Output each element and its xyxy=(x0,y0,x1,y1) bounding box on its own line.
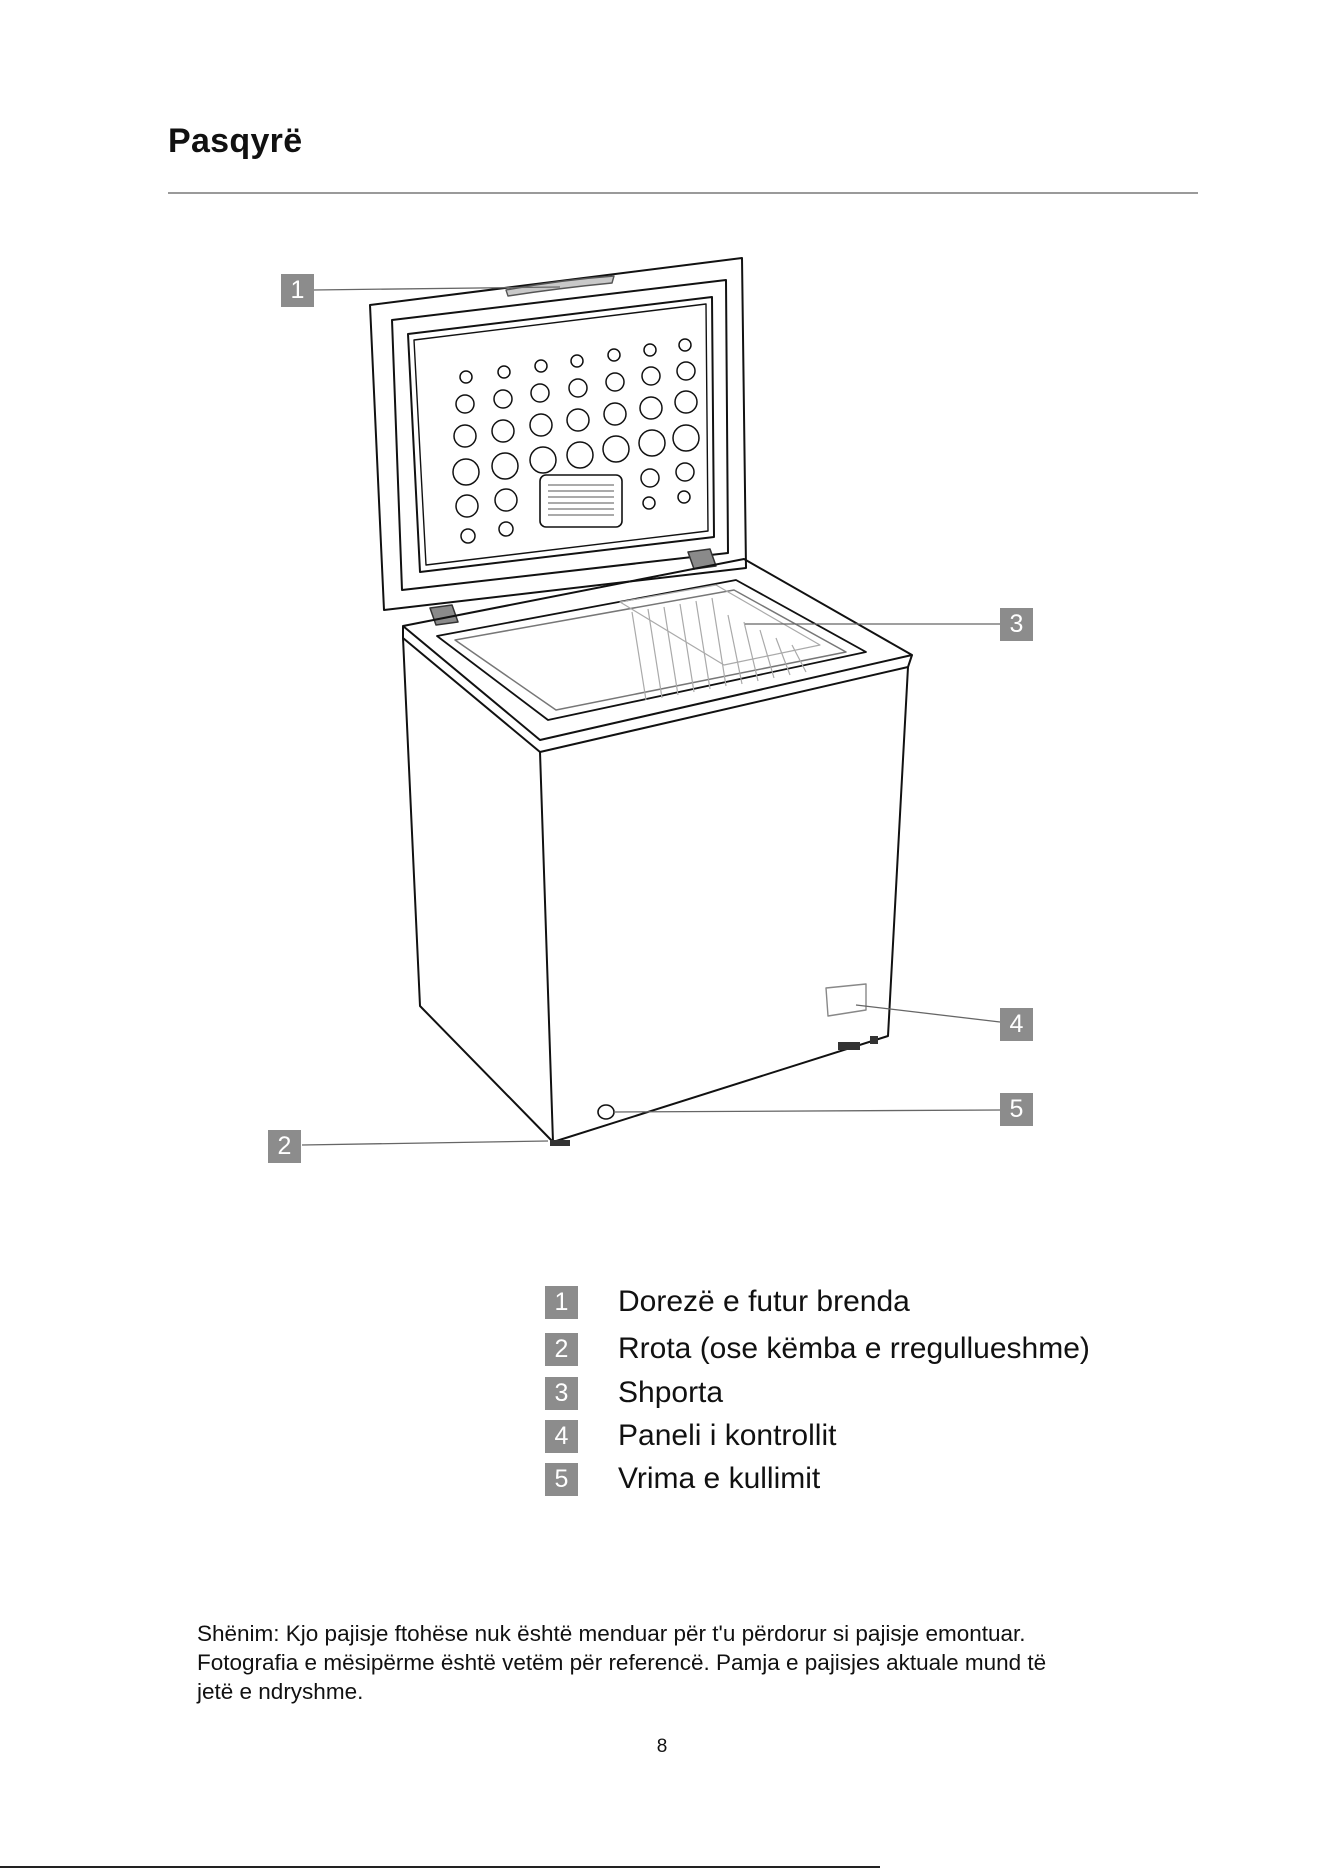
opening-outer xyxy=(436,579,867,721)
diagram-badge-3: 3 xyxy=(1000,608,1033,641)
legend-item-3: 3 Shporta xyxy=(545,1375,723,1411)
legend-item-1: 1 Dorezë e futur brenda xyxy=(545,1284,910,1320)
footer-rule xyxy=(0,1866,880,1868)
diagram-badge-5: 5 xyxy=(1000,1093,1033,1126)
opening-inner xyxy=(454,589,847,711)
page-number: 8 xyxy=(656,1736,668,1757)
legend-label-5: Vrima e kullimit xyxy=(618,1462,821,1495)
lid-inner-panel xyxy=(407,296,715,573)
legend-label-1: Dorezë e futur brenda xyxy=(618,1285,910,1318)
legend-badge-1: 1 xyxy=(545,1285,578,1319)
cabinet-top xyxy=(402,558,913,741)
basket xyxy=(619,584,821,701)
cabinet-front xyxy=(539,666,909,1143)
title-divider xyxy=(168,192,1198,194)
cabinet-side xyxy=(402,637,554,1143)
foot-right xyxy=(838,1042,860,1050)
note-line-1: Shënim: Kjo pajisje ftohëse nuk është me… xyxy=(197,1621,1026,1646)
leader-2 xyxy=(301,1140,549,1146)
drain-hole xyxy=(597,1104,615,1120)
control-panel xyxy=(825,983,867,1017)
diagram-badge-1: 1 xyxy=(281,274,314,307)
legend-badge-2: 2 xyxy=(545,1332,578,1366)
lid-handle xyxy=(505,275,615,297)
hinge-right xyxy=(687,548,717,570)
legend-item-4: 4 Paneli i kontrollit xyxy=(545,1418,836,1454)
legend-badge-4: 4 xyxy=(545,1419,578,1453)
legend-badge-5: 5 xyxy=(545,1462,578,1496)
leader-1 xyxy=(312,286,561,291)
legend-label-3: Shporta xyxy=(618,1376,724,1409)
note-line-2: Fotografia e mësipërme është vetëm për r… xyxy=(197,1650,1047,1675)
diagram-badge-2: 2 xyxy=(268,1130,301,1163)
legend-label-2: Rrota (ose këmba e rregullueshme) xyxy=(618,1332,1090,1365)
note-line-3: jetë e ndryshme. xyxy=(197,1679,364,1704)
legend-label-4: Paneli i kontrollit xyxy=(618,1419,837,1452)
foot-front xyxy=(550,1140,570,1146)
lid-label xyxy=(539,474,623,528)
chest-freezer-diagram xyxy=(301,257,1001,1146)
leader-5 xyxy=(613,1109,1001,1113)
lid-inner-panel-inset xyxy=(413,303,709,566)
lid-inner-frame xyxy=(391,279,729,591)
lid-outer xyxy=(369,257,747,611)
page-title: Pasqyrë xyxy=(168,122,303,160)
reference-note: Shënim: Kjo pajisje ftohëse nuk është me… xyxy=(197,1619,1177,1706)
foot-right-2 xyxy=(870,1036,878,1044)
legend-badge-3: 3 xyxy=(545,1376,578,1410)
diagram-badge-4: 4 xyxy=(1000,1008,1033,1041)
legend-item-5: 5 Vrima e kullimit xyxy=(545,1461,820,1497)
legend-item-2: 2 Rrota (ose këmba e rregullueshme) xyxy=(545,1331,1090,1367)
leader-4 xyxy=(855,1004,1001,1023)
